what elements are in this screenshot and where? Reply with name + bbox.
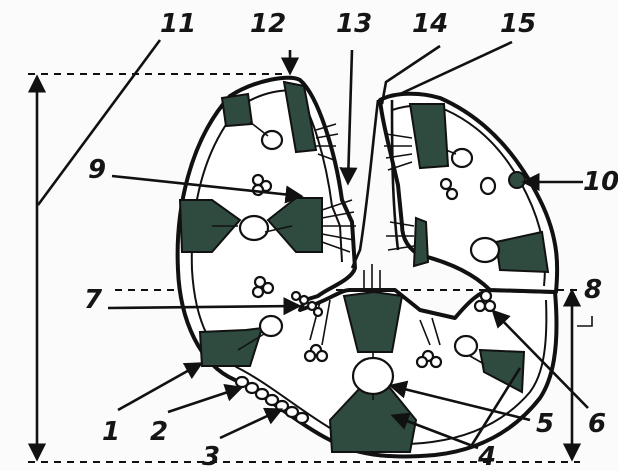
label-11: 11	[160, 9, 196, 39]
label-9: 9	[88, 155, 106, 185]
strand-mr	[498, 250, 499, 254]
leader-15	[400, 42, 512, 94]
label-5: 5	[536, 409, 554, 439]
label-14: 14	[412, 9, 448, 39]
muscle-lower-left	[200, 328, 262, 366]
leader-3	[220, 410, 280, 438]
label-13: 13	[336, 9, 372, 39]
tube-lower-left	[260, 316, 282, 336]
muscle-channel-right	[414, 218, 428, 266]
tube-upper-right	[452, 149, 472, 167]
label-3: 3	[202, 442, 220, 471]
tube-bottom-center	[353, 358, 393, 394]
bristles-bottom-center	[364, 264, 380, 292]
tube-mid-left	[240, 216, 268, 240]
label-8: 8	[584, 275, 602, 305]
tube-mid-right	[471, 238, 499, 262]
leader-1	[118, 364, 200, 410]
dark-spot-10	[509, 172, 525, 188]
central-channel-left-wall	[352, 100, 378, 268]
label-2: 2	[150, 417, 168, 447]
label-4: 4	[477, 442, 496, 471]
leader-2	[168, 388, 240, 412]
label-12: 12	[250, 9, 286, 39]
label-8-bracket	[577, 316, 592, 326]
tube-lower-right	[455, 336, 477, 356]
label-1: 1	[102, 417, 120, 447]
tube-small-right	[481, 178, 495, 194]
leader-13	[348, 50, 352, 182]
label-7: 7	[84, 285, 103, 315]
muscle-upper-left-a	[222, 94, 252, 126]
label-6: 6	[588, 409, 606, 439]
label-10: 10	[583, 167, 618, 197]
label-15: 15	[500, 9, 536, 39]
